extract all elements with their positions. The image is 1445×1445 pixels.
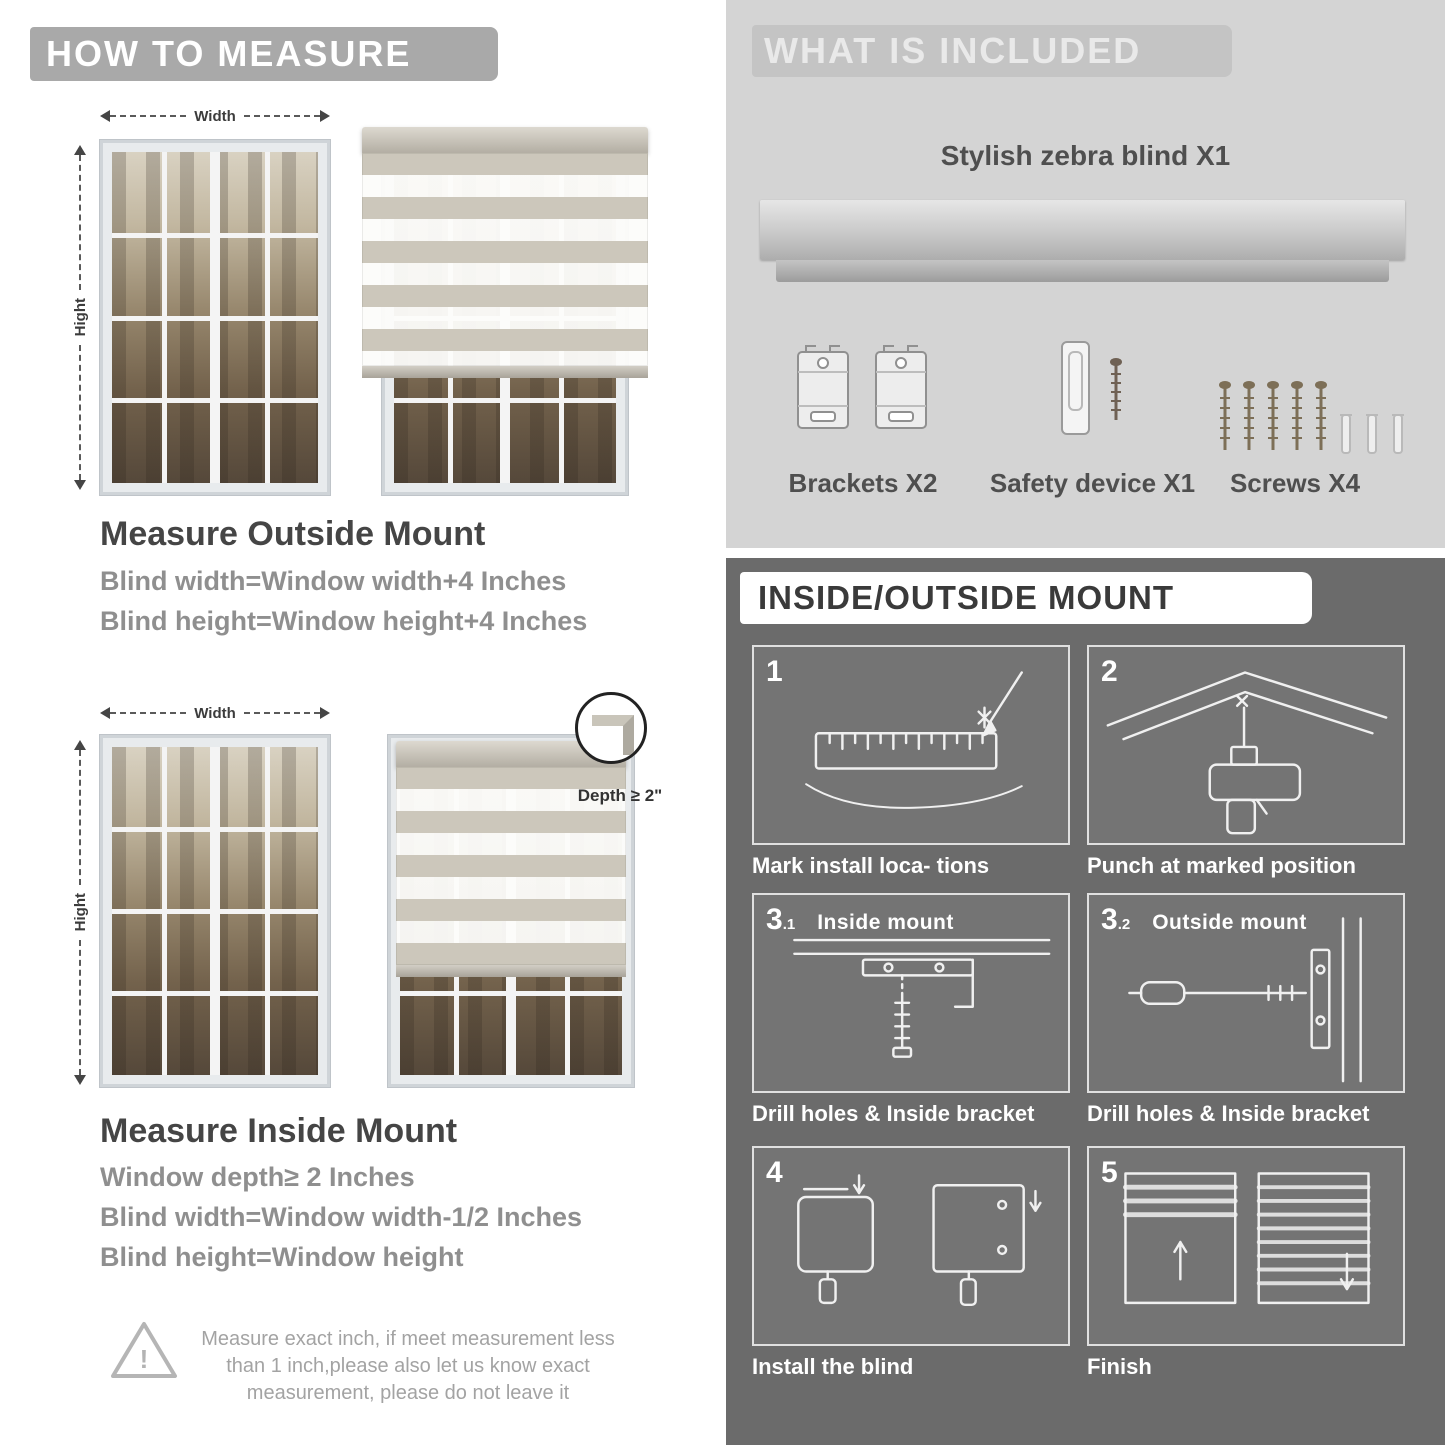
- height-label: Hight: [71, 893, 89, 932]
- step-4: 4 Install the blind: [752, 1146, 1070, 1380]
- screw-icon: [1267, 381, 1279, 450]
- step-3-2: 3 .2 Outside mount Drill holes & Inside …: [1087, 893, 1405, 1127]
- arrow-up-icon: [74, 740, 86, 750]
- safety-device-illustration: [1058, 338, 1124, 438]
- screw-icon: [1291, 381, 1303, 450]
- what-is-included-header: WHAT IS INCLUDED: [752, 25, 1232, 77]
- height-arrow: Hight: [70, 145, 90, 491]
- inside-formula-depth: Window depth≥ 2 Inches: [100, 1162, 415, 1192]
- inside-formula-width: Blind width=Window width-1/2 Inches: [100, 1202, 583, 1232]
- window-illustration: [100, 735, 330, 1087]
- width-arrow: Width: [100, 703, 331, 723]
- step-5-panel: 5: [1087, 1146, 1405, 1346]
- screw-icon: [1243, 381, 1255, 450]
- arrow-left-icon: [100, 110, 110, 122]
- arrow-left-icon: [100, 707, 110, 719]
- safety-device-label: Safety device X1: [989, 468, 1196, 498]
- step-3-1: 3 .1 Inside mount Drill holes & Inside b…: [752, 893, 1070, 1127]
- window-glass: [112, 152, 318, 483]
- step-4-panel: 4: [752, 1146, 1070, 1346]
- blind-bottom-rail: [396, 965, 626, 977]
- brackets-label: Brackets X2: [788, 468, 938, 498]
- safety-device-icon: [1061, 341, 1090, 435]
- window-glass: [112, 747, 318, 1075]
- brackets-illustration: [792, 342, 932, 438]
- warning-icon: !: [108, 1318, 180, 1384]
- step-5-caption: Finish: [1087, 1354, 1152, 1379]
- step-4-illustration: [797, 1174, 1042, 1307]
- step-3-1-caption: Drill holes & Inside bracket: [752, 1101, 1035, 1126]
- depth-zoom-icon: [575, 692, 647, 764]
- arrow-down-icon: [74, 1075, 86, 1086]
- warning-exclamation: !: [139, 1344, 149, 1374]
- step-3-2-caption: Drill holes & Inside bracket: [1087, 1101, 1370, 1126]
- step-3-1-panel: 3 .1 Inside mount: [752, 893, 1070, 1093]
- blind-slats: [396, 767, 626, 965]
- product-name: Stylish zebra blind X1: [940, 140, 1231, 171]
- section-divider: [726, 548, 1445, 558]
- step-2-panel: 2: [1087, 645, 1405, 845]
- arrow-right-icon: [320, 110, 331, 122]
- zebra-blind-illustration: [396, 741, 626, 977]
- width-label: Width: [194, 704, 236, 722]
- step-3-1-illustration: [793, 938, 1051, 1058]
- wall-anchor-icon: [1366, 414, 1378, 454]
- inside-mount-title: Measure Inside Mount: [100, 1112, 458, 1150]
- frame-corner-detail: [592, 715, 634, 755]
- step-5: 5 Finish: [1087, 1146, 1405, 1380]
- step-4-badge: 4: [766, 1156, 783, 1189]
- blind-bottom-rail: [362, 366, 648, 378]
- screw-icon: [1110, 358, 1122, 420]
- step-3-2-illustration: [1128, 917, 1362, 1083]
- zebra-blind-illustration: [362, 127, 648, 378]
- bracket-icon: [875, 345, 927, 429]
- screws-illustration: [1218, 380, 1406, 456]
- bracket-icon: [797, 345, 849, 429]
- screw-icon: [1219, 381, 1231, 450]
- depth-label: Depth ≥ 2": [577, 786, 663, 805]
- blind-slats: [362, 153, 648, 366]
- arrow-down-icon: [74, 480, 86, 491]
- step-2-caption: Punch at marked position: [1087, 853, 1356, 878]
- headrail-illustration: [760, 200, 1405, 260]
- step-2-illustration: [1106, 671, 1388, 835]
- step-5-badge: 5: [1101, 1156, 1118, 1189]
- height-label: Hight: [71, 298, 89, 337]
- headrail-bottom-profile: [776, 260, 1389, 282]
- step-2-badge: 2: [1101, 655, 1118, 688]
- step-1-caption: Mark install loca- tions: [752, 853, 990, 878]
- arrow-right-icon: [320, 707, 331, 719]
- arrow-up-icon: [74, 145, 86, 155]
- blind-cassette: [362, 127, 648, 153]
- window-illustration: [100, 140, 330, 495]
- step-1-panel: 1: [752, 645, 1070, 845]
- step-3-2-badge: 3 .2 Outside mount: [1101, 903, 1307, 936]
- height-arrow: Hight: [70, 740, 90, 1086]
- step-1-illustration: [805, 671, 1023, 809]
- outside-formula-height: Blind height=Window height+4 Inches: [100, 606, 588, 636]
- wall-anchor-icon: [1392, 414, 1404, 454]
- step-5-illustration: [1123, 1172, 1371, 1305]
- step-3-2-panel: 3 .2 Outside mount: [1087, 893, 1405, 1093]
- mount-header: INSIDE/OUTSIDE MOUNT: [740, 572, 1312, 624]
- measure-note: Measure exact inch, if meet measurement …: [201, 1328, 615, 1404]
- outside-formula-width: Blind width=Window width+4 Inches: [100, 566, 567, 596]
- step-1: 1 Mark install loca- tions: [752, 645, 1070, 879]
- width-arrow: Width: [100, 106, 331, 126]
- screw-icon: [1315, 381, 1327, 450]
- how-to-measure-header: HOW TO MEASURE: [30, 27, 498, 81]
- inside-formula-height: Blind height=Window height: [100, 1242, 464, 1272]
- step-2: 2 Punch at marked position: [1087, 645, 1405, 879]
- width-label: Width: [194, 107, 236, 125]
- wall-anchor-icon: [1340, 414, 1352, 454]
- screws-label: Screws X4: [1229, 468, 1361, 498]
- outside-mount-title: Measure Outside Mount: [100, 515, 486, 553]
- step-4-caption: Install the blind: [752, 1354, 914, 1379]
- step-3-1-badge: 3 .1 Inside mount: [766, 903, 954, 936]
- step-1-badge: 1: [766, 655, 783, 688]
